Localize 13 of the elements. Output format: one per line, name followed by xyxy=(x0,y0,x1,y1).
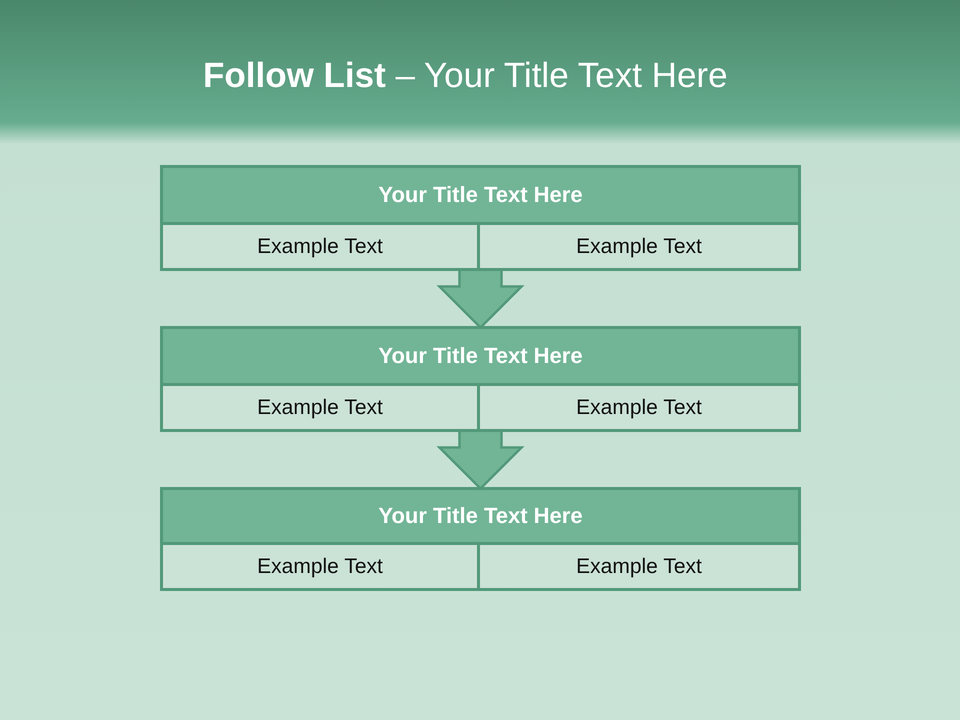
list-panel xyxy=(160,487,801,591)
list-cell: Example Text xyxy=(163,383,480,429)
list-cell: Example Text xyxy=(480,222,798,268)
panel-heading: Your Title Text Here xyxy=(377,503,584,529)
list-cell: Example Text xyxy=(480,542,798,588)
list-panel xyxy=(160,165,801,271)
list-cell: Example Text xyxy=(163,222,480,268)
panel-heading: Your Title Text Here xyxy=(377,343,584,369)
panel-heading: Your Title Text Here xyxy=(377,182,584,208)
list-panel xyxy=(160,326,801,432)
list-cell: Example Text xyxy=(163,542,480,588)
list-cell: Example Text xyxy=(480,383,798,429)
page-title: Follow List – Your Title Text Here xyxy=(203,55,728,97)
